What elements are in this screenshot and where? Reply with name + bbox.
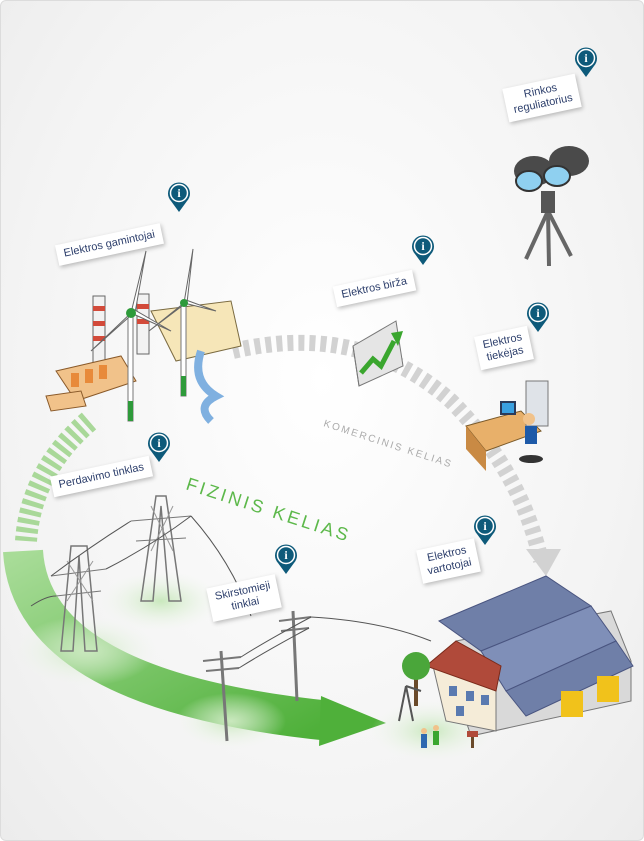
commercial-path-arc bbox=[231, 334, 561, 576]
info-glyph: i bbox=[284, 548, 288, 562]
factory-icon bbox=[437, 575, 634, 737]
house-icon bbox=[425, 640, 502, 732]
info-glyph: i bbox=[157, 436, 161, 450]
info-glyph: i bbox=[584, 51, 588, 65]
utility-pole-icon bbox=[202, 650, 242, 742]
info-pin-icon[interactable]: i bbox=[166, 181, 192, 213]
stock-chart-icon bbox=[352, 320, 404, 387]
binoculars-icon bbox=[514, 146, 589, 267]
commercial-path-label: KOMERCINIS KELIAS bbox=[322, 418, 454, 470]
grass-patch bbox=[176, 693, 286, 749]
physical-path-label: FIZINIS KELIAS bbox=[184, 474, 354, 546]
info-pin-icon[interactable]: i bbox=[472, 514, 498, 546]
power-pylon-icon bbox=[130, 495, 192, 602]
wind-turbine-icon bbox=[90, 250, 172, 422]
info-glyph: i bbox=[177, 186, 181, 200]
wind-turbine-icon bbox=[148, 248, 217, 397]
info-glyph: i bbox=[536, 306, 540, 320]
info-pin-icon[interactable]: i bbox=[573, 46, 599, 78]
tree-icon bbox=[402, 652, 430, 706]
info-pin-icon[interactable]: i bbox=[525, 301, 551, 333]
utility-pole-icon bbox=[278, 610, 312, 702]
office-worker-icon bbox=[465, 380, 549, 471]
info-pin-icon[interactable]: i bbox=[146, 431, 172, 463]
distribution-lines bbox=[238, 616, 432, 669]
power-plant-illustration bbox=[45, 293, 242, 424]
power-pylon-icon bbox=[50, 545, 107, 652]
info-glyph: i bbox=[483, 519, 487, 533]
grass-patch bbox=[101, 571, 221, 631]
info-pin-icon[interactable]: i bbox=[410, 234, 436, 266]
playground-swing bbox=[398, 685, 478, 748]
info-pin-icon[interactable]: i bbox=[273, 543, 299, 575]
info-glyph: i bbox=[421, 239, 425, 253]
